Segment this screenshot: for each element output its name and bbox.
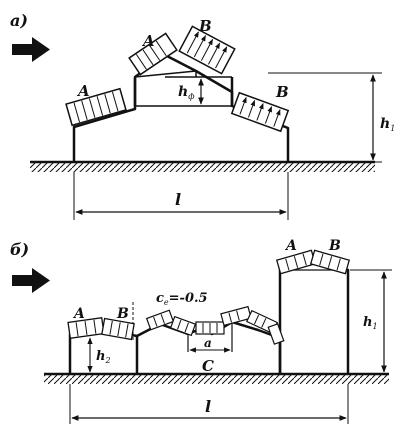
building-height-dimension: h1: [268, 72, 395, 163]
coefficient-label: ce=-0.5: [156, 291, 208, 307]
lantern-roof-left: [134, 70, 197, 78]
right-arrow-icon: [12, 37, 50, 62]
low-height-symbol: h: [96, 349, 105, 364]
building-height-subscript: 1: [390, 124, 395, 133]
span-dimension-a: l: [73, 172, 289, 220]
load-label-a-top-left: A: [141, 32, 155, 50]
ground-a: [30, 160, 375, 172]
load-block-tower-right: [309, 249, 351, 275]
svg-text:hф: hф: [178, 84, 194, 101]
span-dimension-b: l: [69, 384, 349, 424]
span-label-a: l: [175, 190, 181, 209]
svg-text:h1: h1: [363, 315, 378, 331]
load-block-top-left: [128, 32, 178, 76]
lantern-height-subscript: ф: [188, 92, 194, 101]
load-label-b-left-b: B: [116, 306, 129, 322]
panel-a: a): [10, 11, 395, 220]
building-height-symbol: h: [380, 116, 390, 132]
tower-height-dimension: h1: [350, 269, 392, 373]
load-label-b-left-a: A: [72, 306, 85, 322]
panel-b: б): [10, 238, 392, 424]
coefficient-value: =-0.5: [169, 291, 208, 306]
gap-label: a: [204, 336, 212, 350]
right-arrow-icon: [12, 268, 50, 293]
cavity-label: C: [202, 357, 214, 375]
load-block-saw-4: [220, 305, 252, 327]
load-label-b-tower-a: A: [284, 238, 297, 254]
load-block-right-low: [230, 91, 290, 133]
low-height-subscript: 2: [104, 356, 110, 365]
load-block-saw-2: [169, 315, 197, 337]
lantern-height-symbol: h: [178, 84, 188, 100]
panel-b-label: б): [10, 240, 29, 259]
tower-height-symbol: h: [363, 315, 372, 330]
load-label-b-top-right: B: [198, 17, 212, 35]
ground-b: [44, 372, 389, 384]
load-block-low-right: [101, 317, 135, 341]
load-label-b-tower-b: B: [328, 238, 341, 254]
load-block-saw-1: [145, 309, 175, 331]
panel-a-label: a): [10, 11, 28, 30]
load-label-a-left-low: A: [76, 82, 90, 100]
load-block-top-right: [178, 25, 236, 75]
coefficient-symbol: c: [156, 291, 164, 306]
svg-text:h2: h2: [96, 349, 111, 365]
tower-height-subscript: 1: [372, 322, 377, 331]
load-block-saw-6: [267, 323, 285, 345]
tower-outline: [278, 258, 350, 374]
svg-text:h1: h1: [380, 116, 395, 133]
coefficient-subscript: e: [164, 298, 169, 307]
span-label-b: l: [205, 397, 211, 416]
load-label-b-right-low: B: [275, 83, 289, 101]
load-block-saw-3: [195, 321, 225, 335]
load-block-left-low: [65, 87, 127, 127]
gap-dimension: a: [189, 336, 231, 353]
low-height-dimension: h2: [87, 337, 111, 373]
lantern-height-dimension: hф: [178, 78, 204, 105]
